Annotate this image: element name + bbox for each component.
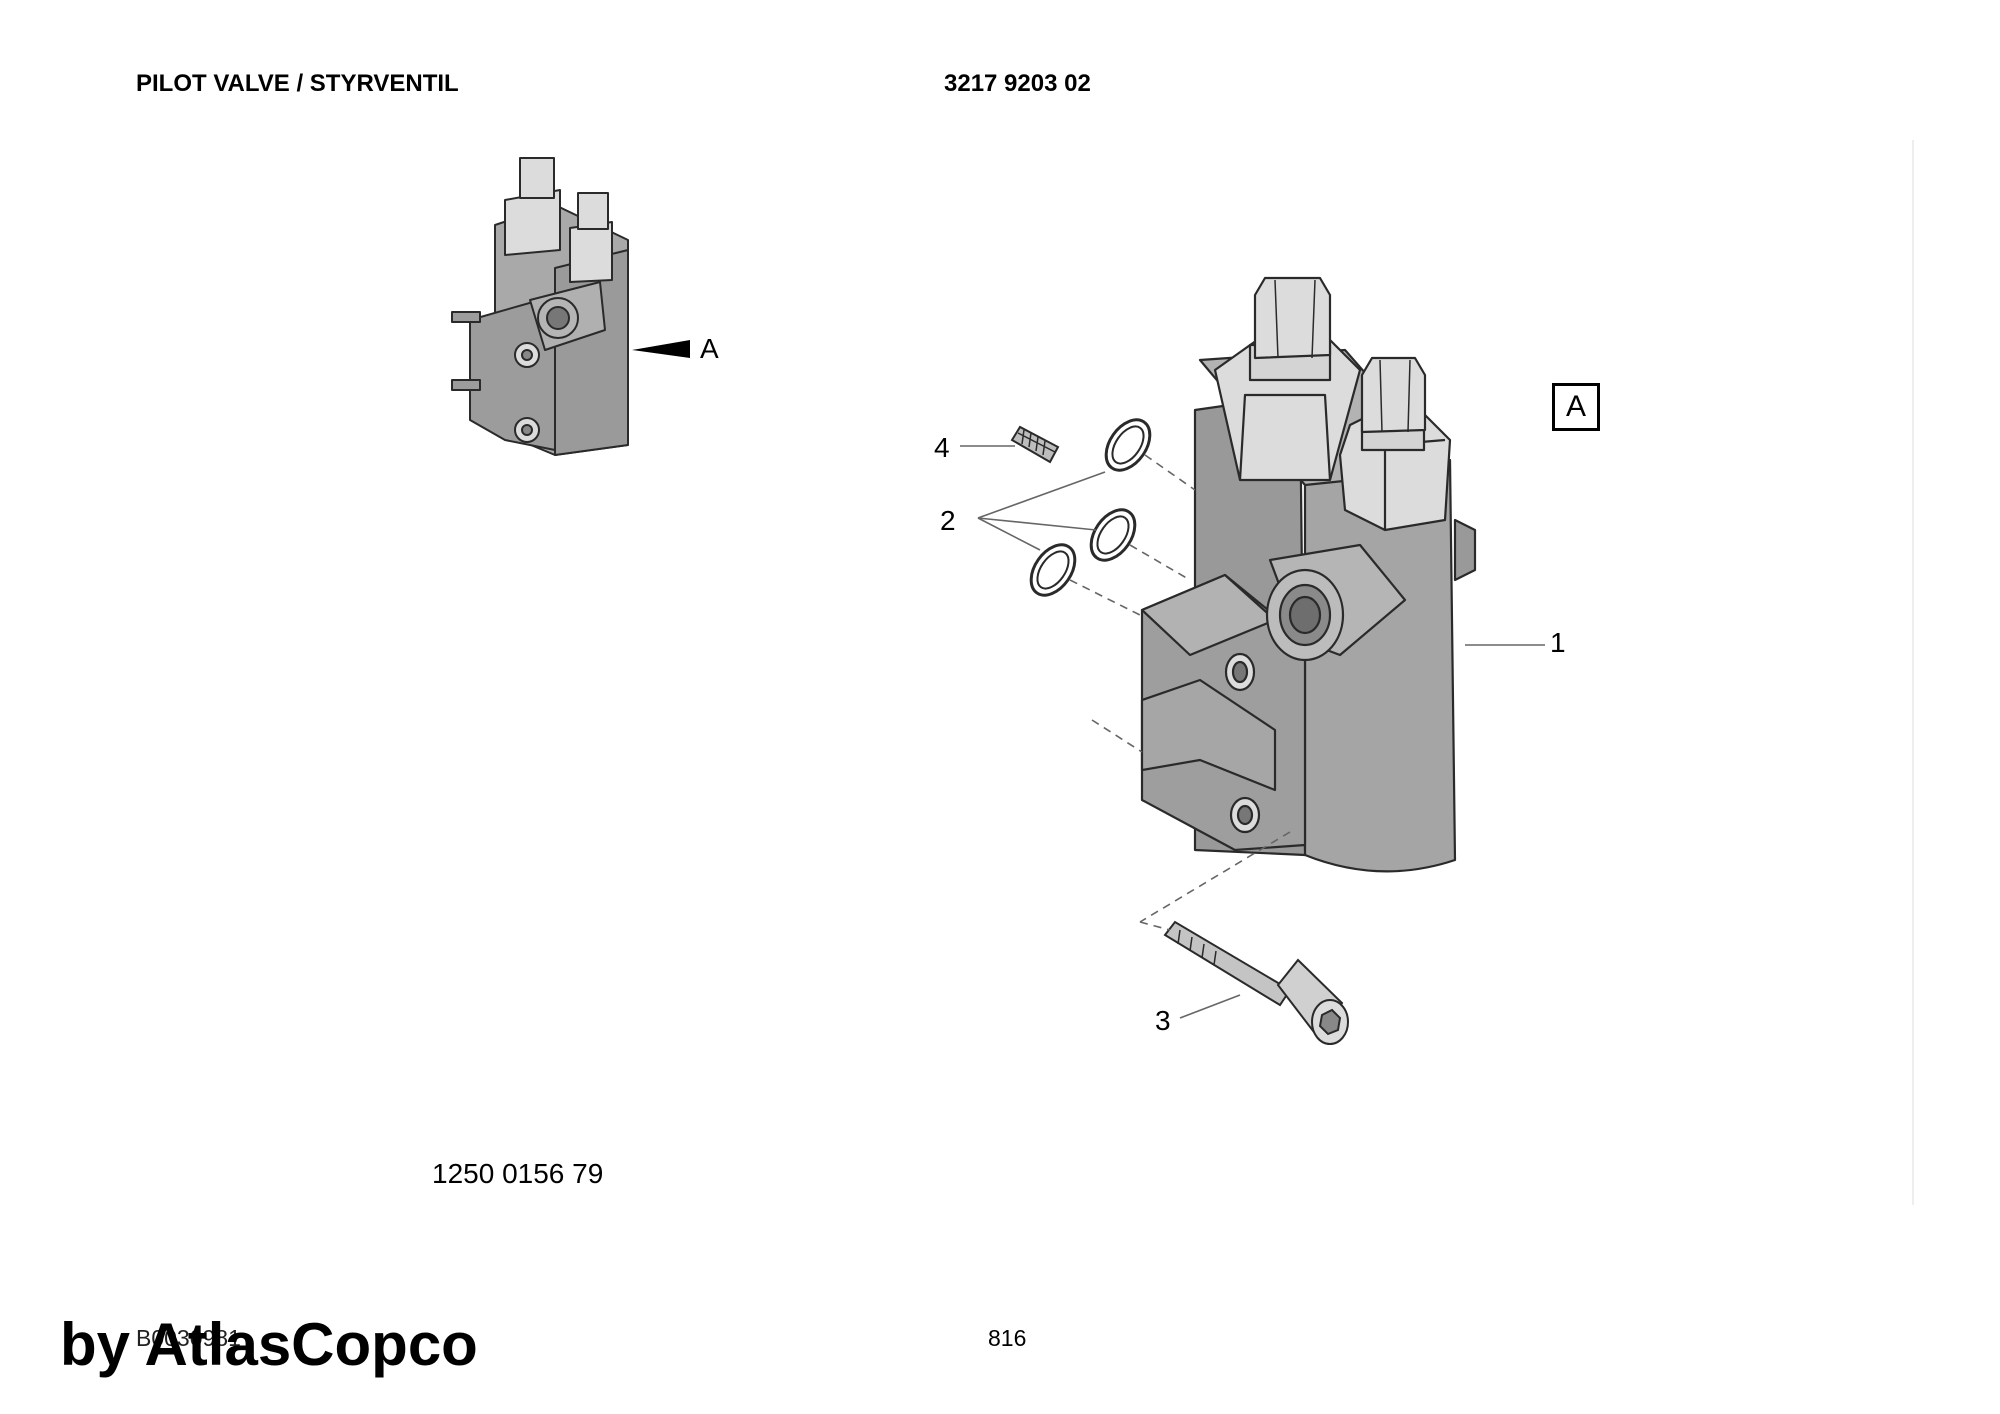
drawing-number: 3217 9203 02 [944, 70, 1091, 97]
brand-watermark: by AtlasCopco [60, 1311, 478, 1378]
overview-view-label: A [700, 333, 719, 364]
main-valve-drawing [1140, 276, 1477, 873]
leader-lines [960, 445, 1545, 1019]
callout-3: 3 [1155, 1005, 1171, 1036]
footer-code: B0030981 [136, 1325, 241, 1351]
part-number: 1250 0156 79 [432, 1158, 604, 1189]
set-screw-drawing [1010, 425, 1060, 464]
page-number: 816 [988, 1325, 1027, 1351]
callout-4: 4 [934, 432, 950, 463]
view-arrow-icon [632, 340, 690, 358]
bolt-drawing [1163, 920, 1349, 1045]
document-title: PILOT VALVE / STYRVENTIL [136, 70, 459, 97]
callout-2: 2 [940, 505, 956, 536]
callout-1: 1 [1550, 627, 1566, 658]
view-box-label: A [1552, 383, 1600, 431]
assembly-lines [1069, 454, 1291, 931]
overview-valve-drawing [451, 157, 629, 456]
o-rings-drawing [1029, 418, 1152, 597]
